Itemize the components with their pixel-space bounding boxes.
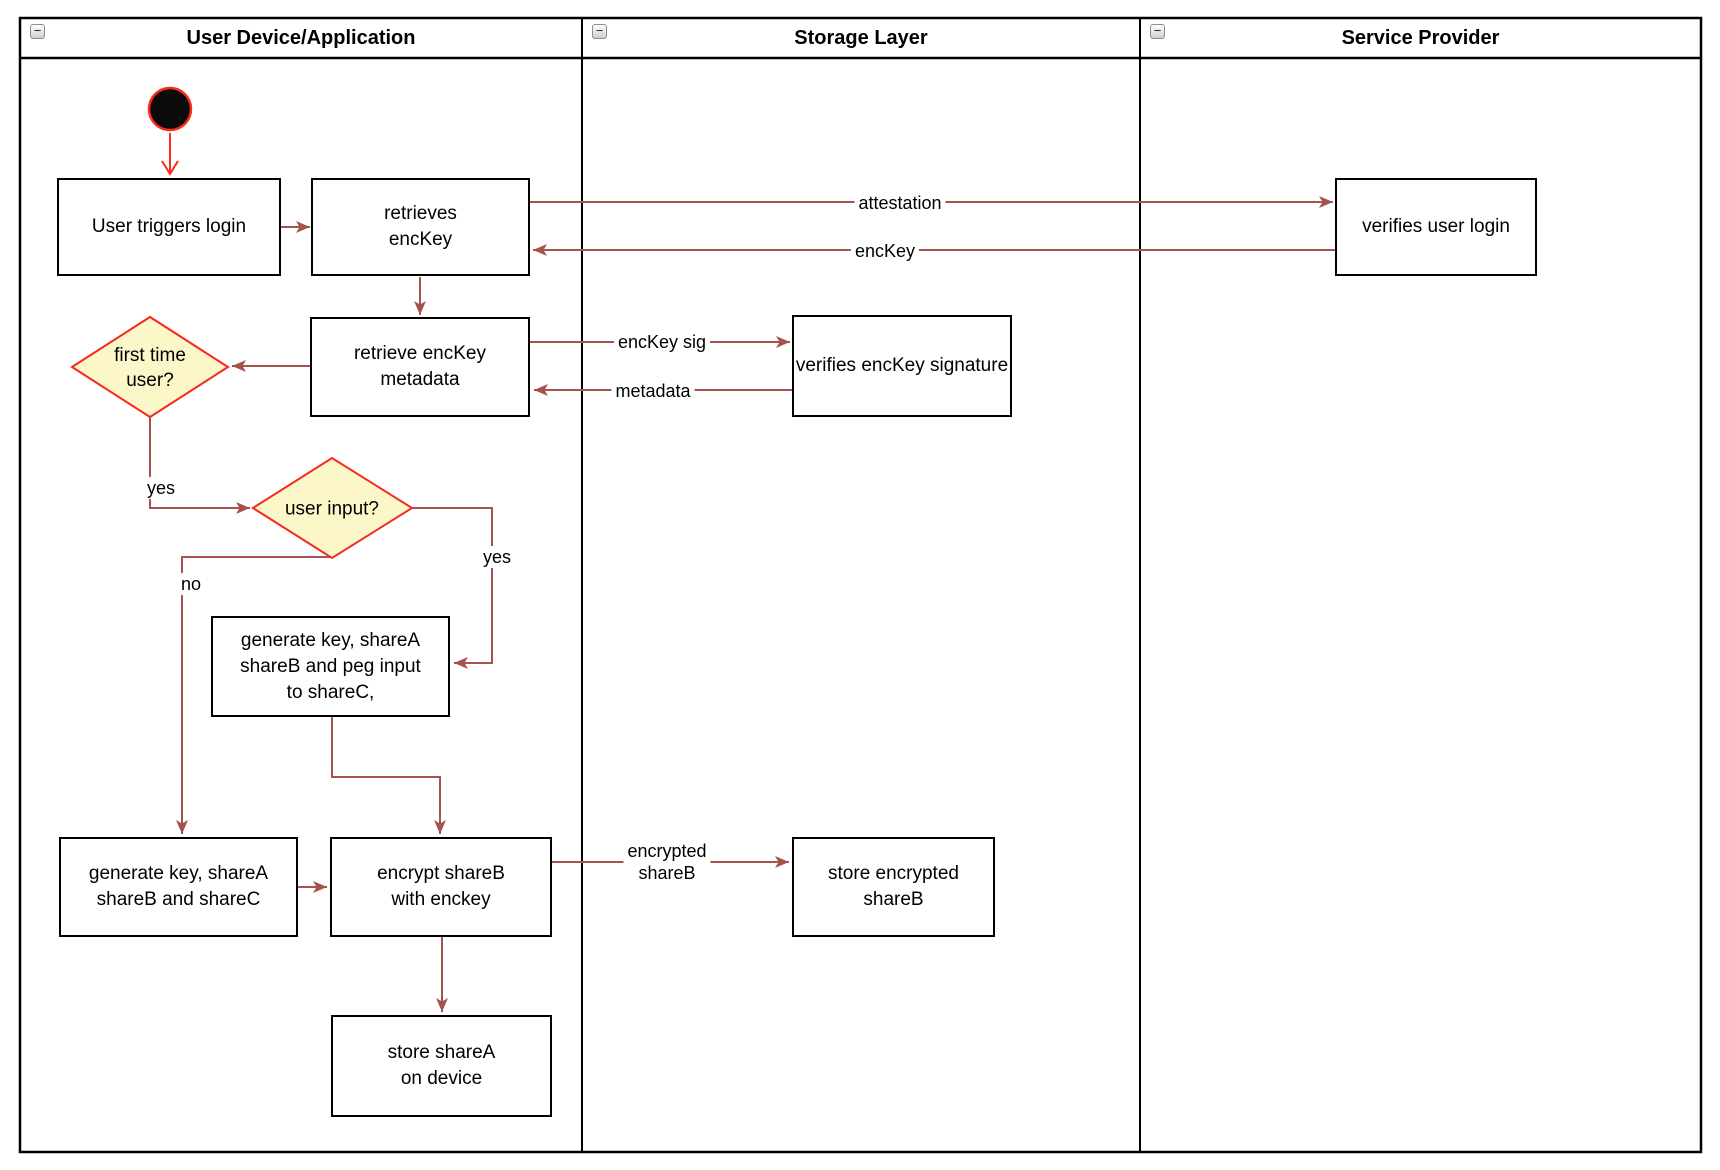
user-input-diamond	[251, 456, 414, 560]
edge-userinput-yes	[412, 507, 493, 669]
node-label: shareB and shareC	[96, 889, 261, 910]
node-label: generate key, shareA	[240, 629, 421, 651]
node-label: on device	[400, 1068, 483, 1089]
node-label: first time	[114, 345, 186, 366]
edge-label-enckey: encKey	[850, 240, 920, 262]
node-generate-key-peg-input: generate key, shareA shareB and peg inpu…	[211, 616, 450, 717]
lane-title-service-provider: Service Provider	[1341, 27, 1500, 49]
node-label: encrypt shareB	[377, 863, 505, 884]
node-user-triggers-login: User triggers login	[57, 178, 281, 276]
first-time-user-label: first time user?	[114, 343, 186, 393]
node-label: verifies encKey signature	[795, 355, 1009, 376]
node-label: retrieves	[384, 203, 457, 224]
node-store-encrypted-shareb: store encrypted shareB	[792, 837, 995, 937]
collapse-lane-icon[interactable]: −	[592, 24, 607, 39]
node-store-sharea: store shareA on device	[331, 1015, 552, 1117]
node-label: shareB	[863, 889, 924, 910]
first-time-user-diamond	[70, 315, 230, 419]
edge-start-to-login	[161, 133, 179, 176]
node-label: verifies user login	[1362, 216, 1510, 237]
start-state-circle	[147, 86, 193, 132]
edge-userinput-no	[176, 556, 330, 834]
node-label: encKey	[388, 229, 453, 250]
node-verifies-user-login: verifies user login	[1335, 178, 1537, 276]
node-label: metadata	[380, 369, 460, 390]
edge-label-yes-user-input: yes	[478, 546, 516, 568]
node-label: User triggers login	[91, 216, 247, 237]
edge-firsttime-yes	[149, 417, 250, 514]
lane-title-storage-layer: Storage Layer	[794, 27, 928, 49]
node-label: user input?	[284, 498, 380, 520]
node-label: retrieve encKey	[353, 343, 486, 364]
node-generate-key-sharec: generate key, shareA shareB and shareC	[59, 837, 298, 937]
node-label: shareB and peg input	[240, 655, 421, 677]
edge-label-attestation: attestation	[854, 192, 946, 214]
node-label: with enckey	[391, 889, 491, 910]
collapse-lane-icon[interactable]: −	[1150, 24, 1165, 39]
swimlane-frame	[18, 16, 1703, 1154]
node-label: generate key, shareA	[88, 863, 269, 884]
edge-label-line: encrypted	[627, 841, 707, 861]
node-encrypt-shareb: encrypt shareB with enckey	[330, 837, 552, 937]
node-label: store shareA	[387, 1042, 496, 1063]
node-label: to shareC,	[286, 681, 375, 703]
edge-label-enckey-sig: encKey sig	[613, 331, 711, 353]
edge-label-no-user-input: no	[176, 573, 206, 595]
collapse-lane-icon[interactable]: −	[30, 24, 45, 39]
node-label: user?	[126, 370, 174, 391]
edge-peg-to-encrypt	[331, 717, 446, 834]
edge-label-metadata: metadata	[611, 380, 695, 402]
lane-title-user-device: User Device/Application	[186, 27, 416, 49]
edge-label-yes-first-time: yes	[142, 477, 180, 499]
node-verifies-enckey-signature: verifies encKey signature	[792, 315, 1012, 417]
node-label: store encrypted	[828, 863, 959, 884]
user-input-label: user input?	[285, 497, 379, 522]
edge-label-line: shareB	[638, 863, 696, 883]
node-retrieves-enckey: retrieves encKey	[311, 178, 530, 276]
node-retrieve-enckey-metadata: retrieve encKey metadata	[310, 317, 530, 417]
edge-label-encrypted-shareb: encrypted shareB	[623, 840, 711, 884]
